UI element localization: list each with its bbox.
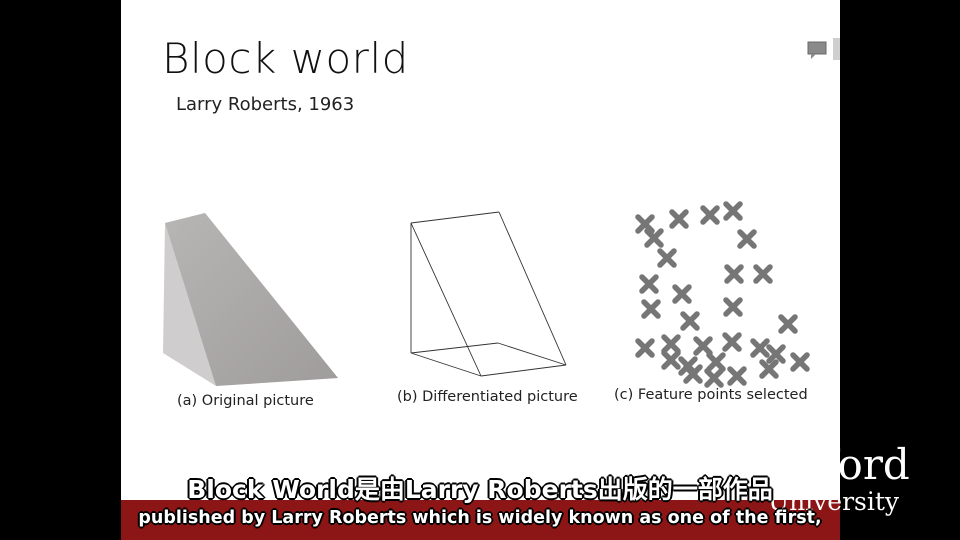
footer-accent-bar: [121, 500, 840, 540]
chat-label-partial: [833, 38, 840, 60]
caption-original-picture: (a) Original picture: [177, 393, 314, 409]
caption-feature-points: (c) Feature points selected: [614, 387, 808, 403]
subtitle-english: published by Larry Roberts which is wide…: [138, 508, 822, 528]
slide-title: Block world: [162, 34, 409, 83]
university-logo-bottom: University: [768, 487, 900, 516]
feature-points-figure: [626, 196, 826, 396]
subtitle-chinese: Block World是由Larry Roberts出版的一部作品: [187, 475, 773, 504]
chat-bubble-icon[interactable]: [806, 40, 828, 60]
original-picture-figure: [163, 213, 338, 386]
caption-differentiated-picture: (b) Differentiated picture: [397, 389, 578, 405]
university-logo-top: ford: [822, 440, 910, 489]
slide: Block world Larry Roberts, 1963 (a) Orig…: [121, 0, 840, 540]
differentiated-picture-figure: [410, 211, 567, 377]
slide-subtitle: Larry Roberts, 1963: [176, 94, 355, 115]
